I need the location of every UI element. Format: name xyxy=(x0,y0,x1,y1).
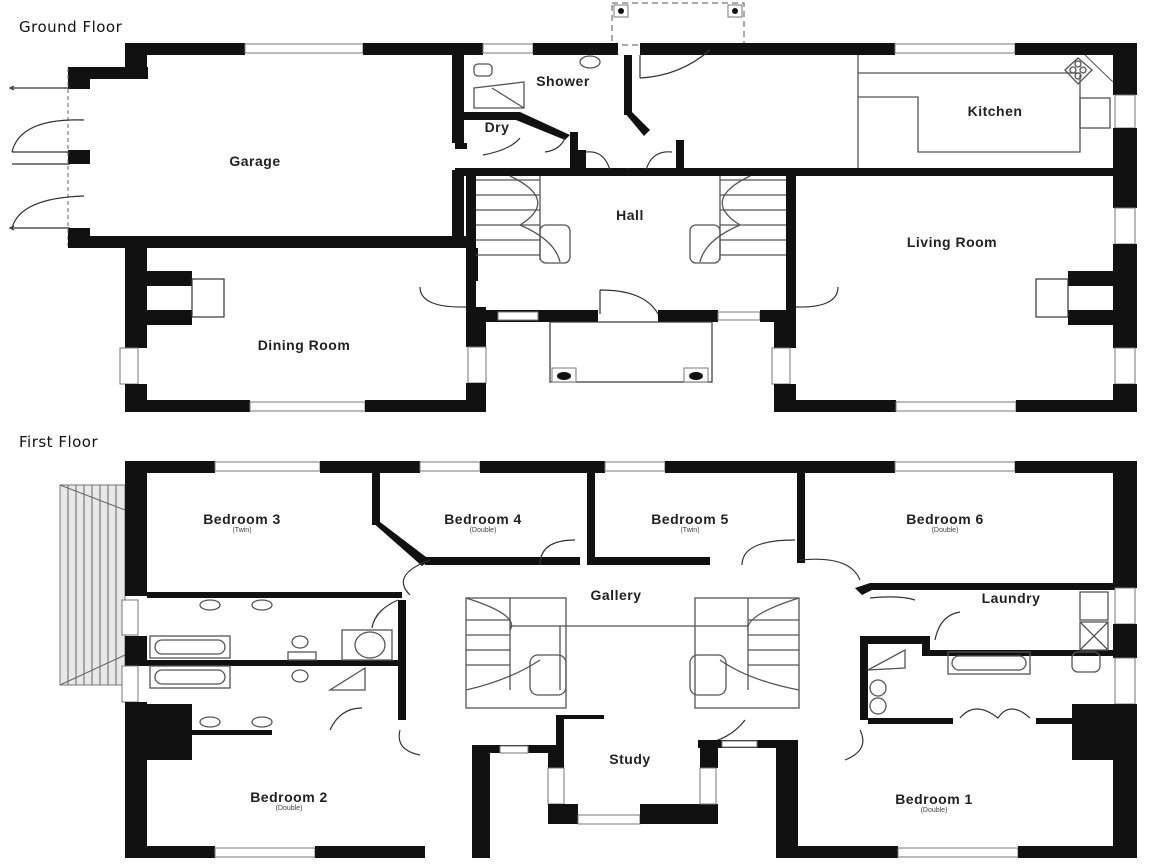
room-label-bedroom-5: Bedroom 5(Twin) xyxy=(651,511,729,534)
room-label-garage: Garage xyxy=(229,153,281,169)
room-label-hall: Hall xyxy=(616,207,644,223)
room-label-shower: Shower xyxy=(536,73,590,89)
room-label-bedroom-1: Bedroom 1(Double) xyxy=(895,791,973,814)
room-label-dining-room: Dining Room xyxy=(257,337,351,353)
room-label-dry: Dry xyxy=(484,119,510,135)
room-label-laundry: Laundry xyxy=(981,590,1041,606)
room-label-bedroom-3: Bedroom 3(Twin) xyxy=(203,511,281,534)
ground-floor-plan xyxy=(8,2,1137,412)
room-label-bedroom-2: Bedroom 2(Double) xyxy=(250,789,328,812)
room-label-study: Study xyxy=(609,751,651,767)
first-floor-title: First Floor xyxy=(19,433,99,451)
first-floor-plan xyxy=(59,461,1137,858)
room-label-bedroom-6: Bedroom 6(Double) xyxy=(906,511,984,534)
room-label-bedroom-4: Bedroom 4(Double) xyxy=(444,511,522,534)
room-label-gallery: Gallery xyxy=(590,587,642,603)
room-label-kitchen: Kitchen xyxy=(967,103,1023,119)
ground-floor-title: Ground Floor xyxy=(19,18,123,36)
room-label-living-room: Living Room xyxy=(906,234,998,250)
